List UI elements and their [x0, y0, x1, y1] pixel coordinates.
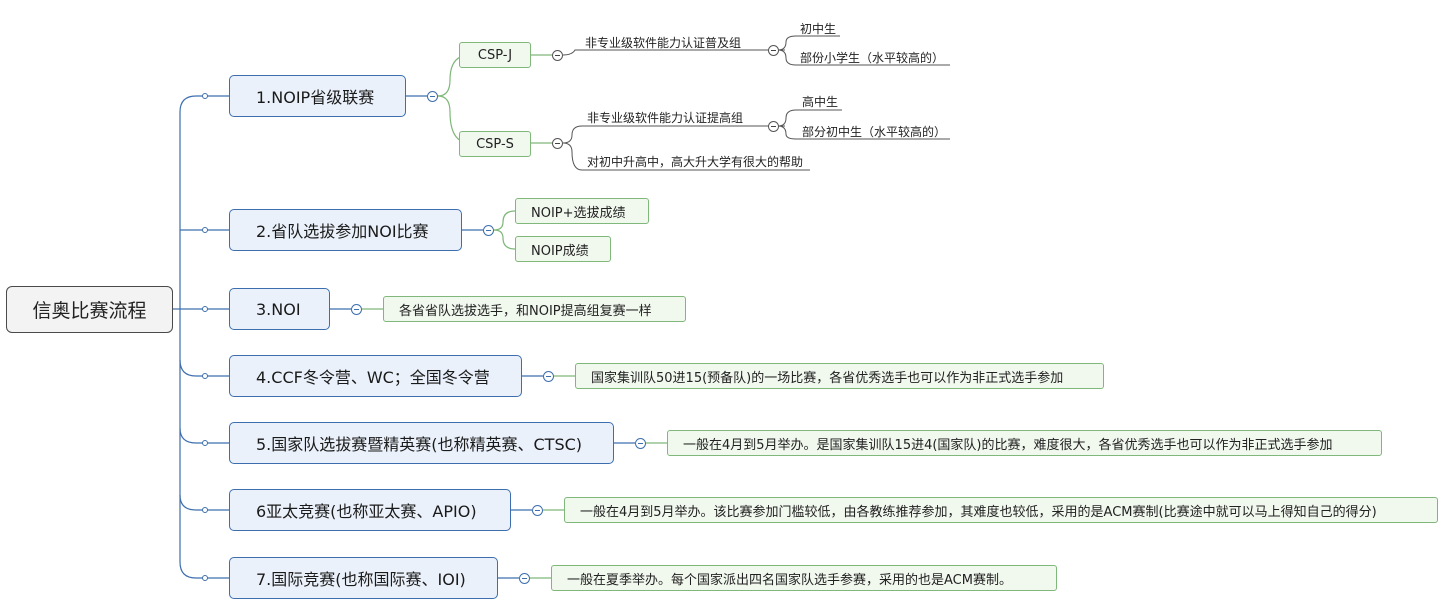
winter-camp-desc-text: 国家集训队50进15(预备队)的一场比赛，各省优秀选手也可以作为非正式选手参加 — [591, 370, 1064, 386]
topic-noip-label: 1.NOIP省级联赛 — [256, 88, 375, 107]
collapse-toggle[interactable] — [519, 573, 530, 584]
provincial-sub-1-label: NOIP+选拔成绩 — [531, 205, 626, 221]
collapse-toggle[interactable] — [768, 121, 779, 132]
apio-desc-text: 一般在4月到5月举办。该比赛参加门槛较低，由各教练推荐参加，其难度也较低，采用的… — [580, 504, 1377, 520]
ctsc-desc[interactable]: 一般在4月到5月举办。是国家集训队15进4(国家队)的比赛，难度很大，各省优秀选… — [667, 430, 1382, 456]
branch-dot — [202, 93, 208, 99]
csp-j-group-text: 非专业级软件能力认证普及组 — [585, 36, 742, 50]
csp-s-target-1: 高中生 — [802, 95, 839, 109]
collapse-toggle[interactable] — [427, 91, 438, 102]
root-topic-label: 信奥比赛流程 — [32, 300, 147, 322]
collapse-toggle[interactable] — [351, 304, 362, 315]
noi-desc[interactable]: 各省省队选拔选手，和NOIP提高组复赛一样 — [383, 296, 686, 322]
topic-csp-s-label: CSP-S — [476, 136, 514, 152]
apio-desc[interactable]: 一般在4月到5月举办。该比赛参加门槛较低，由各教练推荐参加，其难度也较低，采用的… — [564, 497, 1438, 523]
ioi-desc[interactable]: 一般在夏季举办。每个国家派出四名国家队选手参赛，采用的也是ACM赛制。 — [551, 565, 1057, 591]
csp-s-group-text: 非专业级软件能力认证提高组 — [587, 111, 744, 125]
ctsc-desc-text: 一般在4月到5月举办。是国家集训队15进4(国家队)的比赛，难度很大，各省优秀选… — [683, 437, 1333, 453]
branch-dot — [202, 373, 208, 379]
topic-apio-label: 6亚太竞赛(也称亚太赛、APIO) — [256, 502, 477, 521]
collapse-toggle[interactable] — [635, 438, 646, 449]
collapse-toggle[interactable] — [552, 50, 563, 61]
topic-csp-s[interactable]: CSP-S — [459, 131, 531, 157]
csp-j-target-1: 初中生 — [800, 22, 837, 36]
topic-apio[interactable]: 6亚太竞赛(也称亚太赛、APIO) — [229, 489, 511, 531]
topic-noip[interactable]: 1.NOIP省级联赛 — [229, 75, 406, 117]
topic-csp-j-label: CSP-J — [477, 47, 513, 63]
branch-dot — [202, 306, 208, 312]
collapse-toggle[interactable] — [552, 138, 563, 149]
collapse-toggle[interactable] — [768, 45, 779, 56]
topic-ioi-label: 7.国际竞赛(也称国际赛、IOI) — [256, 570, 466, 589]
csp-j-target-2: 部份小学生（水平较高的） — [800, 51, 945, 65]
branch-dot — [202, 227, 208, 233]
provincial-sub-2-label: NOIP成绩 — [531, 243, 589, 259]
topic-ctsc-label: 5.国家队选拔赛暨精英赛(也称精英赛、CTSC) — [256, 435, 583, 454]
topic-winter-camp-label: 4.CCF冬令营、WC；全国冬令营 — [256, 368, 490, 387]
topic-provincial-team-label: 2.省队选拔参加NOI比赛 — [256, 222, 429, 241]
csp-s-note: 对初中升高中，高大升大学有很大的帮助 — [587, 155, 804, 169]
winter-camp-desc[interactable]: 国家集训队50进15(预备队)的一场比赛，各省优秀选手也可以作为非正式选手参加 — [575, 363, 1104, 389]
collapse-toggle[interactable] — [543, 371, 554, 382]
topic-ctsc[interactable]: 5.国家队选拔赛暨精英赛(也称精英赛、CTSC) — [229, 422, 614, 464]
provincial-sub-1[interactable]: NOIP+选拔成绩 — [515, 198, 649, 224]
topic-csp-j[interactable]: CSP-J — [459, 42, 531, 68]
topic-provincial-team[interactable]: 2.省队选拔参加NOI比赛 — [229, 209, 462, 251]
topic-noi-label: 3.NOI — [256, 299, 301, 319]
collapse-toggle[interactable] — [532, 505, 543, 516]
ioi-desc-text: 一般在夏季举办。每个国家派出四名国家队选手参赛，采用的也是ACM赛制。 — [567, 572, 1012, 588]
collapse-toggle[interactable] — [483, 225, 494, 236]
branch-dot — [202, 507, 208, 513]
csp-s-target-2: 部分初中生（水平较高的） — [802, 125, 947, 139]
topic-winter-camp[interactable]: 4.CCF冬令营、WC；全国冬令营 — [229, 355, 522, 397]
topic-ioi[interactable]: 7.国际竞赛(也称国际赛、IOI) — [229, 557, 498, 599]
provincial-sub-2[interactable]: NOIP成绩 — [515, 236, 611, 262]
topic-noi[interactable]: 3.NOI — [229, 288, 330, 330]
root-topic[interactable]: 信奥比赛流程 — [6, 286, 173, 333]
branch-dot — [202, 575, 208, 581]
noi-desc-text: 各省省队选拔选手，和NOIP提高组复赛一样 — [399, 303, 652, 319]
branch-dot — [202, 440, 208, 446]
